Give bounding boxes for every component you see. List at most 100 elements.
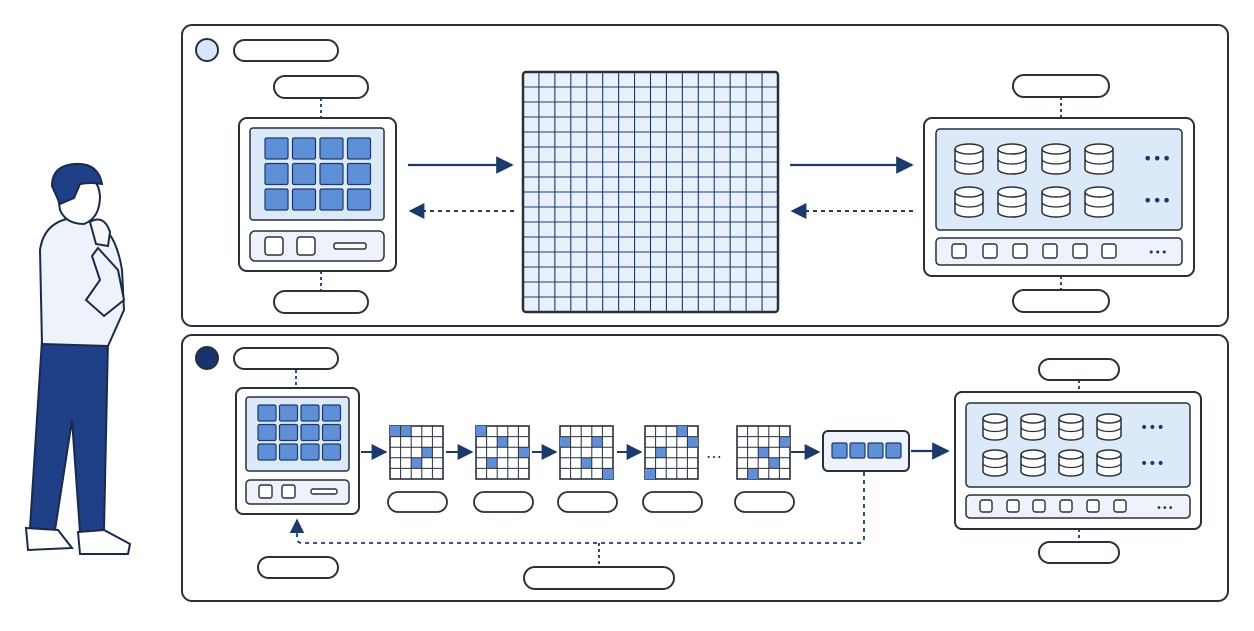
tile: [278, 423, 299, 442]
slider-bar: [310, 488, 338, 495]
tile-grid: [257, 404, 342, 461]
port-icon: [1072, 243, 1088, 259]
database-top: [1096, 449, 1122, 460]
highlight-cell: [591, 436, 603, 448]
label-pill: [734, 491, 795, 513]
highlight-cell: [518, 447, 529, 458]
label-pill: [273, 75, 369, 99]
tile: [257, 404, 277, 422]
highlight-cell: [747, 468, 759, 479]
tile: [346, 188, 372, 211]
port-icon: [1012, 243, 1028, 259]
small-grid-tile: [387, 425, 448, 513]
label-pill: [1012, 289, 1110, 313]
database-band: [954, 158, 984, 165]
port-icon: [982, 243, 998, 259]
database-icon: [1020, 454, 1046, 477]
tile: [321, 443, 342, 461]
tile: [346, 137, 372, 160]
database-band: [1020, 462, 1046, 469]
port-icon: [1113, 499, 1127, 513]
central-large-grid: [521, 70, 780, 314]
database-icon: [1041, 149, 1071, 175]
database-top: [1020, 413, 1046, 424]
highlight-cell: [476, 426, 487, 437]
collector-cell: [885, 442, 902, 459]
ellipsis-icon: •••: [1148, 246, 1167, 259]
ellipsis-icon: •••: [1140, 420, 1165, 436]
highlight-cell: [645, 468, 656, 479]
port-row: [979, 499, 1127, 513]
control-button: [281, 484, 296, 499]
database-band: [954, 201, 984, 208]
highlight-cell: [758, 447, 769, 458]
database-band: [982, 462, 1008, 469]
database-band: [1096, 462, 1122, 469]
database-band: [1058, 426, 1084, 433]
label-pill: [1038, 541, 1120, 564]
tile: [264, 137, 289, 160]
ellipsis-icon: •••: [1143, 149, 1171, 168]
tile: [291, 137, 317, 160]
label-pill: [387, 491, 448, 513]
tile: [346, 162, 372, 186]
label-pill: [273, 290, 369, 314]
collector-cell: [867, 442, 884, 459]
control-button: [296, 236, 316, 256]
database-icon: [997, 192, 1027, 218]
collector-cell: [849, 442, 866, 459]
tile: [319, 137, 344, 160]
control-button: [264, 236, 284, 256]
highlight-cell: [421, 447, 433, 458]
database-top: [982, 449, 1008, 460]
database-top: [1096, 413, 1122, 424]
database-icon: [1058, 418, 1084, 441]
database-band: [997, 158, 1027, 165]
port-icon: [979, 499, 993, 513]
highlight-cell: [560, 436, 571, 448]
database-grid: [982, 413, 1122, 477]
tile: [319, 188, 344, 211]
database-band: [1096, 426, 1122, 433]
highlight-cell: [676, 426, 688, 437]
database-icon: [1041, 192, 1071, 218]
database-icon: [1096, 454, 1122, 477]
label-pill: [473, 491, 534, 513]
bottom-left-device: [235, 370, 360, 515]
database-band: [997, 201, 1027, 208]
tile: [278, 443, 299, 461]
ellipsis-icon: •••: [1156, 503, 1174, 514]
tile: [321, 404, 342, 422]
feedback-loop-arrow: [289, 472, 865, 544]
tile: [291, 162, 317, 186]
database-top: [997, 143, 1027, 155]
collector-cell: [831, 442, 848, 459]
small-grid-tile: [734, 425, 795, 513]
ellipsis-icon: •••: [1143, 191, 1171, 210]
tile: [321, 423, 342, 442]
database-icon: [982, 454, 1008, 477]
label-pill: [1038, 358, 1120, 381]
database-icon: [997, 149, 1027, 175]
port-icon: [1086, 499, 1100, 513]
port-icon: [951, 243, 967, 259]
bottom-right-storage-device: ••• ••• •••: [954, 358, 1202, 564]
database-icon: [1084, 192, 1114, 218]
tile: [257, 443, 277, 461]
database-top: [1041, 143, 1071, 155]
top-panel: ••• ••• •••: [181, 24, 1229, 327]
highlight-cell: [411, 457, 422, 469]
tile: [300, 404, 320, 422]
highlight-cell: [687, 436, 698, 448]
control-button: [258, 484, 273, 499]
database-band: [982, 426, 1008, 433]
database-top: [1084, 186, 1114, 198]
tile: [319, 162, 344, 186]
database-icon: [982, 418, 1008, 441]
database-top: [1058, 413, 1084, 424]
database-top: [1020, 449, 1046, 460]
tile: [300, 423, 320, 442]
database-top: [997, 186, 1027, 198]
database-top: [954, 143, 984, 155]
